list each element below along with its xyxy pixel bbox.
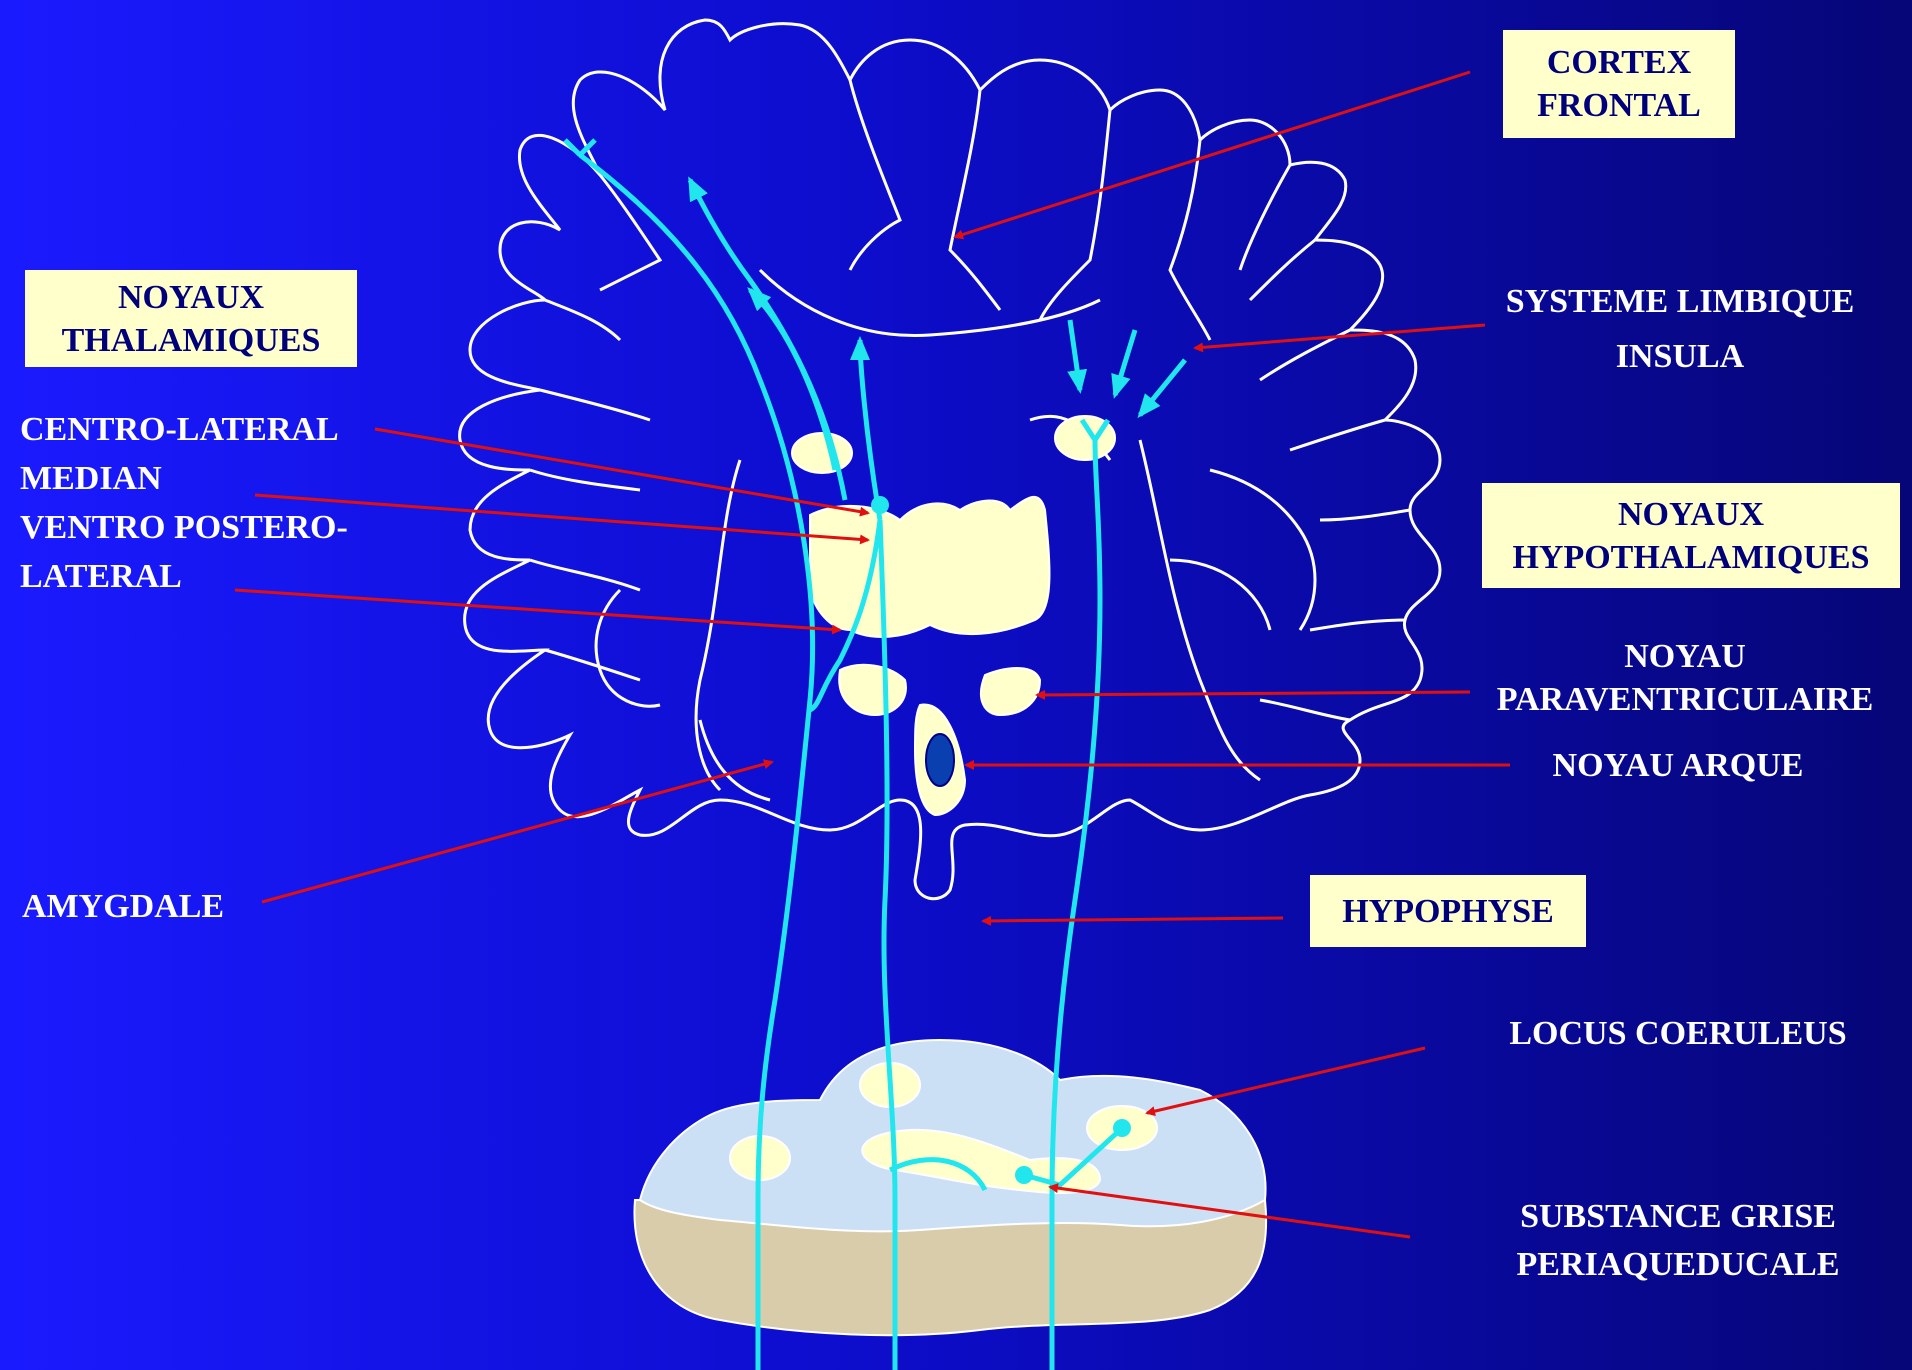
label-systeme-limbique: SYSTEME LIMBIQUE xyxy=(1480,280,1880,323)
label-ventro-postero-lateral: VENTRO POSTERO- LATERAL xyxy=(20,506,348,598)
label-noyau-paraventriculaire: NOYAU PARAVENTRICULAIRE xyxy=(1470,635,1900,721)
brainstem xyxy=(634,1040,1266,1335)
label-locus-coeruleus: LOCUS COERULEUS xyxy=(1478,1012,1878,1055)
label-noyaux-hypothalamiques: NOYAUX HYPOTHALAMIQUES xyxy=(1482,483,1900,588)
arcuate-nucleus-core xyxy=(926,734,954,786)
label-noyaux-thalamiques: NOYAUX THALAMIQUES xyxy=(25,270,357,367)
label-substance-grise-periaqueducale: SUBSTANCE GRISE PERIAQUEDUCALE xyxy=(1478,1195,1878,1286)
label-hypophyse: HYPOPHYSE xyxy=(1310,875,1586,947)
label-noyau-arque: NOYAU ARQUE xyxy=(1478,744,1878,787)
label-insula: INSULA xyxy=(1480,335,1880,378)
label-cortex-frontal: CORTEX FRONTAL xyxy=(1503,30,1735,138)
label-median: MEDIAN xyxy=(20,457,162,500)
label-amygdale: AMYGDALE xyxy=(22,885,224,928)
label-centro-lateral: CENTRO-LATERAL xyxy=(20,408,339,451)
